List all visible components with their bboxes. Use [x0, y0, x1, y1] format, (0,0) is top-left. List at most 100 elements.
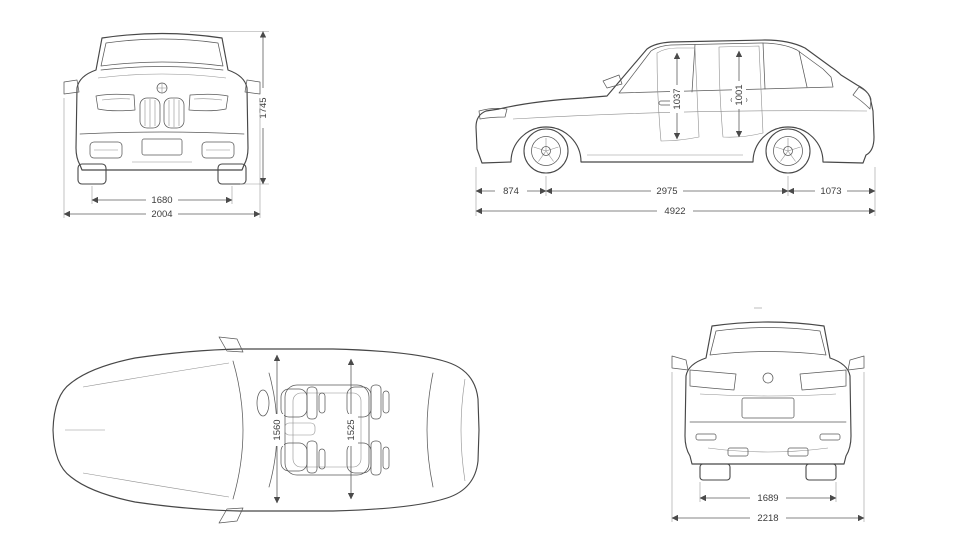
- front-view-svg: 1745 1680 2004: [63, 31, 269, 220]
- headlight-left: [95, 93, 136, 112]
- top-dimensions: 1560 1525: [270, 354, 358, 504]
- headlight: [478, 107, 508, 120]
- front-body: [75, 32, 249, 171]
- rear-wheel-rim: [773, 136, 803, 166]
- steering-wheel: [256, 389, 270, 417]
- rear-view: 1689 2218: [648, 298, 888, 533]
- headlight-detail: [101, 98, 223, 101]
- label-mask: [344, 414, 358, 446]
- side-view: 1037 1001 874 2975 1073 4: [455, 5, 895, 220]
- tailgate-seam: [699, 393, 837, 397]
- rear-view-svg: 1689 2218: [671, 307, 865, 524]
- badge-cross: [157, 83, 167, 93]
- seat-back: [370, 440, 382, 476]
- rear-left-mirror: [671, 355, 689, 371]
- front-car-outline: [63, 32, 261, 185]
- top-mirror-left: [218, 336, 244, 353]
- rear-body: [684, 321, 852, 465]
- dim-interior-width-front-label: 1560: [272, 419, 283, 440]
- tailgate-line: [460, 378, 466, 482]
- rear-car-outline: [671, 307, 865, 481]
- lower-valance: [707, 447, 829, 453]
- character-line: [512, 110, 868, 120]
- grille-left: [139, 97, 161, 129]
- right-mirror: [244, 79, 261, 95]
- front-left-wheel: [77, 163, 107, 185]
- hood-creases: [65, 362, 230, 498]
- dim-wheelbase-label: 2975: [656, 186, 677, 197]
- headrest: [318, 448, 326, 470]
- rear-door-aperture: [718, 45, 764, 138]
- label-mask: [270, 414, 284, 446]
- side-windows: [618, 42, 834, 94]
- hood-crease: [97, 73, 227, 79]
- exhaust-right: [787, 447, 809, 457]
- rear-window: [709, 327, 827, 356]
- rear-wheel-hub: [783, 146, 793, 156]
- rear-right-wheel: [805, 463, 837, 481]
- center-console: [284, 422, 316, 436]
- taillight-left: [689, 369, 737, 391]
- brand-badge: [762, 372, 774, 384]
- seat-back: [306, 440, 318, 474]
- side-mirror: [602, 74, 623, 89]
- exhaust-left: [727, 447, 749, 457]
- seat-back: [370, 384, 382, 420]
- dim-track-front-label: 1680: [151, 195, 172, 206]
- side-view-svg: 1037 1001 874 2975 1073 4: [475, 39, 876, 217]
- reflector-left: [695, 433, 717, 441]
- top-view: 1560 1525: [35, 325, 495, 535]
- dim-track-rear-label: 1689: [757, 493, 778, 504]
- front-seats: [280, 386, 326, 474]
- dim-door-rear-label: 1001: [734, 84, 745, 105]
- label-mask: [670, 85, 684, 113]
- width-extension-lines: [63, 98, 261, 218]
- window-pillars: [691, 42, 808, 93]
- headrest: [318, 392, 326, 414]
- dim-front-overhang-label: 874: [503, 186, 519, 197]
- license-plate: [141, 138, 183, 156]
- side-dimensions: 1037 1001 874 2975 1073 4: [475, 50, 876, 217]
- windshield-base: [232, 360, 244, 500]
- top-body: [52, 348, 480, 512]
- dim-overall-width-mirrors-label: 2218: [757, 513, 778, 524]
- front-dimensions: 1745 1680 2004: [63, 31, 269, 220]
- dim-rear-overhang-label: 1073: [820, 186, 841, 197]
- intake-left: [89, 141, 123, 159]
- top-mirror-right: [218, 507, 244, 524]
- front-view: 1745 1680 2004: [50, 8, 280, 223]
- dim-door-front-label: 1037: [672, 88, 683, 109]
- rear-seats: [346, 384, 390, 476]
- seat-back: [306, 386, 318, 420]
- front-wheel-spokes: [533, 138, 559, 162]
- front-right-wheel: [217, 163, 247, 185]
- left-mirror: [63, 79, 80, 95]
- taillight-right: [799, 369, 847, 391]
- license-plate: [741, 397, 795, 419]
- dim-overall-height-label: 1745: [258, 97, 269, 118]
- rear-wheel-spokes: [775, 138, 801, 162]
- intake-right: [201, 141, 235, 159]
- dim-overall-length-label: 4922: [664, 206, 685, 217]
- rear-width-extension-lines: [671, 372, 865, 522]
- front-wheel-rim: [531, 136, 561, 166]
- reflector-right: [819, 433, 841, 441]
- sunroof-inner: [292, 392, 362, 468]
- front-door-aperture: [656, 47, 700, 142]
- front-wheel-hub: [541, 146, 551, 156]
- rear-dimensions: 1689 2218: [671, 372, 865, 524]
- headrest: [382, 446, 390, 470]
- windshield: [100, 38, 224, 67]
- headlight-right: [188, 93, 229, 112]
- dim-interior-width-rear-label: 1525: [346, 419, 357, 440]
- top-car-outline: [52, 336, 480, 524]
- bumper-line: [79, 131, 245, 135]
- rear-right-mirror: [847, 355, 865, 371]
- rear-left-wheel: [699, 463, 731, 481]
- top-view-svg: 1560 1525: [52, 336, 480, 524]
- headrest: [382, 390, 390, 414]
- hood-line: [100, 66, 224, 71]
- label-mask: [732, 81, 746, 109]
- grille-right: [163, 97, 185, 129]
